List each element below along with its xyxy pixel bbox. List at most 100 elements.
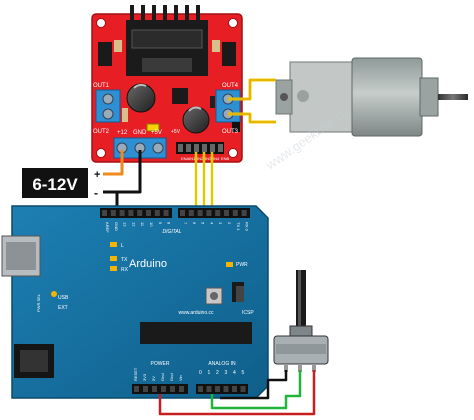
pin-socket: [232, 210, 238, 216]
led-tx-label: TX: [121, 257, 128, 263]
digital-pin-label: 4: [209, 222, 214, 225]
digital-header-left: [100, 208, 172, 218]
power-pin-label: 5V: [151, 376, 156, 381]
pin-socket: [154, 210, 160, 216]
digital-pin-label: 5: [201, 222, 206, 225]
capacitor: [182, 106, 210, 134]
header-pin-label: ENA: [181, 156, 190, 161]
power-label: POWER: [151, 361, 170, 367]
pin-socket: [197, 210, 203, 216]
analog-pin-label: 3: [225, 370, 228, 376]
ext-label: EXT: [58, 305, 68, 311]
arduino-board: Arduino www.arduino.cc DIGITAL POWER ANA…: [1, 205, 269, 399]
analog-in-label: ANALOG IN: [208, 361, 236, 367]
pin-socket: [163, 210, 169, 216]
out2-label: OUT2: [93, 129, 110, 135]
gnd-label: GND: [133, 130, 147, 136]
control-pin-header: [176, 142, 224, 154]
digital-pin-label: 7: [183, 222, 188, 225]
header-pin-label: IN2: [197, 156, 204, 161]
header-pin-label: IN1: [189, 156, 196, 161]
digital-pin-label: 11: [140, 222, 145, 227]
heatsink: [126, 5, 208, 76]
digital-pin-label: AREF: [105, 222, 110, 233]
digital-pin-label: 3: [218, 222, 223, 225]
analog-pin-label: 1: [208, 370, 211, 376]
pwr-sel-label: PWR SEL: [36, 293, 41, 312]
pin-socket: [206, 386, 212, 392]
analog-pin-label: 5: [242, 370, 245, 376]
out3-label: OUT3: [222, 129, 239, 135]
potentiometer-wires: [158, 370, 316, 416]
analog-pin-label: 0: [199, 370, 202, 376]
pin-socket: [119, 210, 125, 216]
header-pin-label: ENB: [221, 156, 230, 161]
supply-minus-label: -: [94, 186, 98, 200]
digital-pin-label: 12: [131, 222, 136, 227]
digital-pin-label: TX 1: [236, 222, 241, 231]
plus5-label: +5V: [171, 129, 181, 135]
pin-socket: [215, 386, 220, 392]
power-pin-label: Vin: [178, 375, 183, 381]
digital-pin-label: RX 0: [245, 222, 250, 232]
v5-label: +5V: [151, 130, 162, 136]
pin-socket: [170, 386, 175, 392]
supply-plus-label: +: [94, 169, 100, 181]
analog-pin-label: 4: [233, 370, 236, 376]
potentiometer: [273, 270, 329, 372]
pin-socket: [241, 210, 247, 216]
digital-label: DIGITAL: [162, 229, 181, 235]
power-supply: 6-12V + -: [22, 168, 100, 200]
header-pin-label: IN4: [213, 156, 220, 161]
pin-socket: [188, 210, 194, 216]
pin-socket: [102, 210, 107, 216]
arduino-url: www.arduino.cc: [178, 310, 214, 316]
digital-pin-label: 10: [149, 222, 154, 227]
digital-pin-sockets: [102, 210, 247, 216]
power-pin-label: Gnd: [169, 373, 174, 381]
pin-socket: [128, 210, 134, 216]
header-pin-label: IN3: [205, 156, 212, 161]
dc-motor: [275, 57, 468, 137]
digital-pin-label: 6: [192, 222, 197, 225]
pin-socket: [180, 210, 185, 216]
digital-pin-label: 13: [123, 222, 128, 227]
usb-label: USB: [58, 295, 69, 301]
pin-socket: [224, 210, 229, 216]
atmega-chip: [140, 322, 252, 344]
power-header: [132, 384, 188, 394]
digital-pin-label: 8: [167, 222, 172, 225]
motor-wires: [228, 78, 276, 124]
pin-socket: [240, 386, 246, 392]
control-wires: [194, 152, 214, 214]
out1-label: OUT1: [93, 83, 110, 89]
pin-socket: [206, 210, 212, 216]
pin-socket: [137, 210, 143, 216]
terminal-block-out3-out4: [215, 89, 241, 123]
analog-pin-label: 2: [216, 370, 219, 376]
icsp-label: ICSP: [242, 310, 254, 316]
pin-socket: [179, 386, 184, 392]
pin-socket: [146, 210, 151, 216]
pin-socket: [152, 386, 157, 392]
pin-socket: [161, 386, 166, 392]
capacitor: [126, 83, 156, 113]
pin-socket: [110, 210, 116, 216]
terminal-block-out1-out2: [95, 89, 121, 123]
arduino-logo-text: Arduino: [129, 258, 167, 270]
analog-header: [196, 384, 248, 394]
out4-label: OUT4: [222, 83, 239, 89]
pin-socket: [215, 210, 221, 216]
pwr-led-label: PWR: [236, 262, 248, 268]
pin-socket: [134, 386, 139, 392]
digital-header-right: [178, 208, 250, 218]
digital-pin-label: 2: [227, 222, 232, 225]
power-pin-label: 3V3: [142, 373, 147, 381]
led-rx-label: RX: [121, 267, 129, 273]
